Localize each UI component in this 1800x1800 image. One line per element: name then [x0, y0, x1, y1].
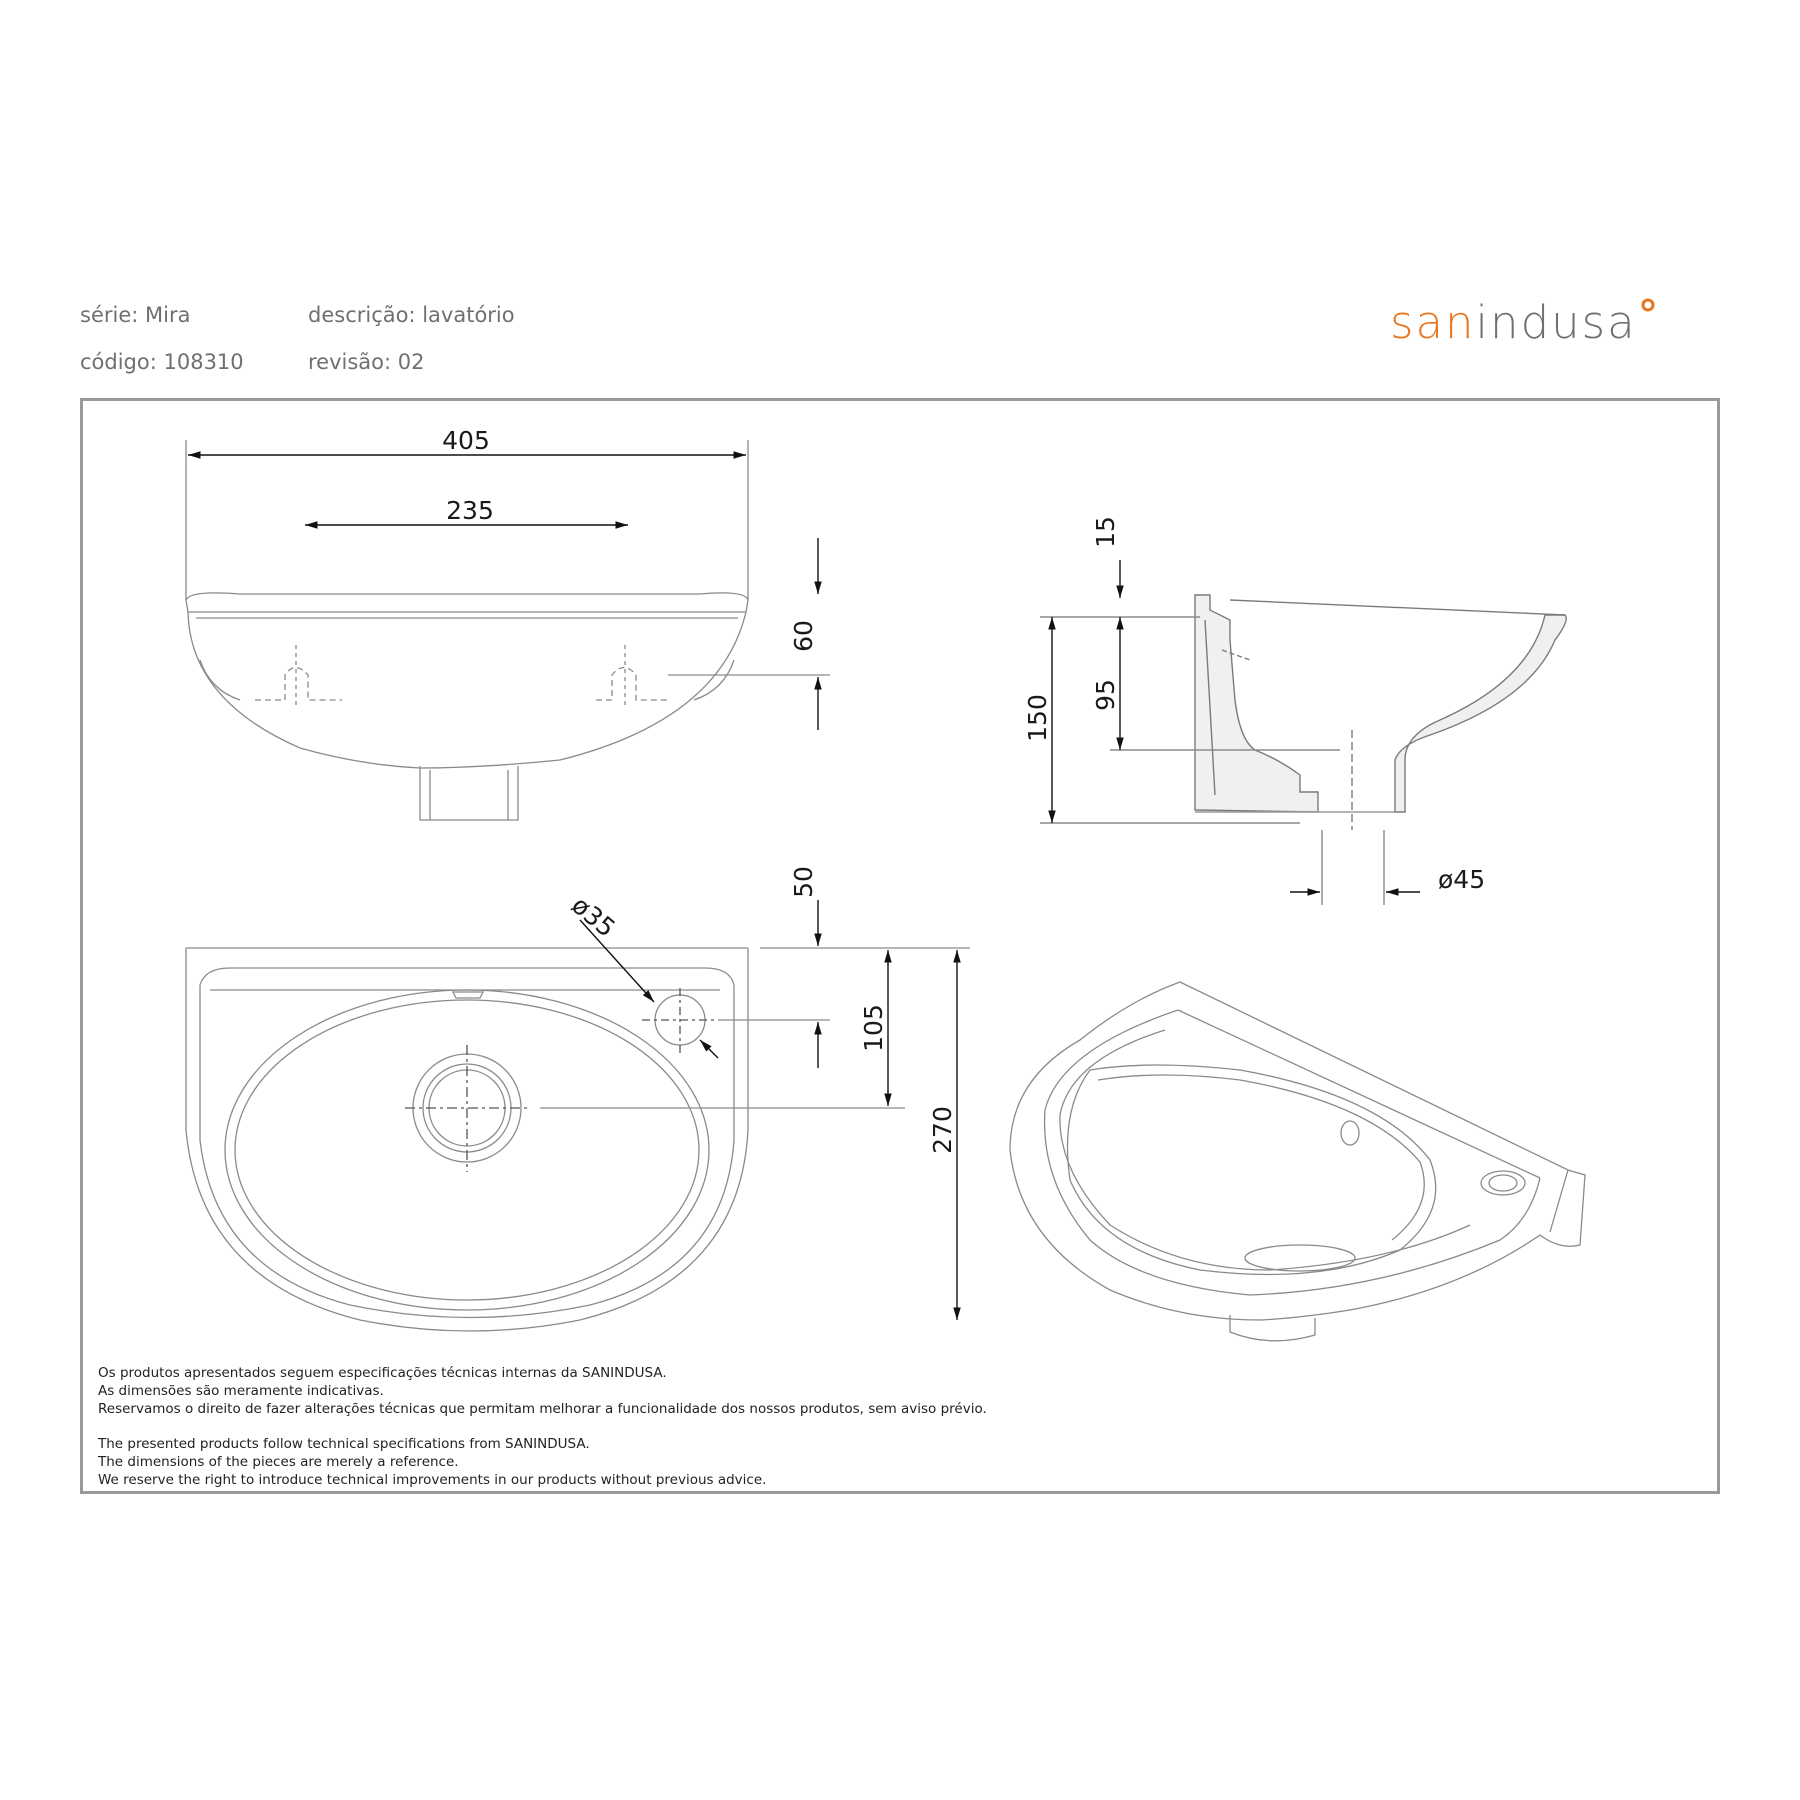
serie-label: série: Mira — [80, 303, 191, 327]
dim-270: 270 — [928, 1106, 957, 1154]
note-pt-3: Reservamos o direito de fazer alterações… — [98, 1401, 987, 1417]
note-pt-1: Os produtos apresentados seguem especifi… — [98, 1365, 667, 1381]
dim-105: 105 — [859, 1004, 888, 1052]
orange-ring-icon — [1641, 298, 1655, 312]
plan-dimensions — [579, 900, 961, 1320]
dim-15: 15 — [1091, 516, 1120, 548]
codigo-label: código: 108310 — [80, 350, 244, 374]
side-dimensions — [1048, 560, 1420, 896]
dim-tap-hole-diameter: ø35 — [566, 890, 621, 942]
dim-150: 150 — [1023, 694, 1052, 742]
dim-waste-diameter: ø45 — [1438, 865, 1485, 894]
descricao-label: descrição: lavatório — [308, 303, 515, 327]
side-section — [1040, 594, 1567, 905]
dim-50: 50 — [789, 866, 818, 898]
perspective-view — [1009, 981, 1586, 1342]
dim-95: 95 — [1091, 679, 1120, 711]
dim-60: 60 — [789, 620, 818, 652]
front-dimensions — [188, 451, 822, 730]
note-pt-2: As dimensões são meramente indicativas. — [98, 1383, 384, 1399]
revisao-label: revisão: 02 — [308, 350, 425, 374]
dim-405: 405 — [442, 426, 490, 455]
note-en-3: We reserve the right to introduce techni… — [98, 1472, 767, 1488]
dim-235: 235 — [446, 496, 494, 525]
plan-view — [185, 947, 970, 1332]
logo-indusa: indusa — [1475, 296, 1637, 349]
logo-san: san — [1390, 296, 1476, 349]
note-en-1: The presented products follow technical … — [98, 1436, 590, 1452]
front-view — [185, 440, 830, 821]
sanindusa-logo: sanindusa — [1390, 296, 1655, 349]
note-en-2: The dimensions of the pieces are merely … — [98, 1454, 459, 1470]
drawing-frame — [80, 398, 1720, 1494]
